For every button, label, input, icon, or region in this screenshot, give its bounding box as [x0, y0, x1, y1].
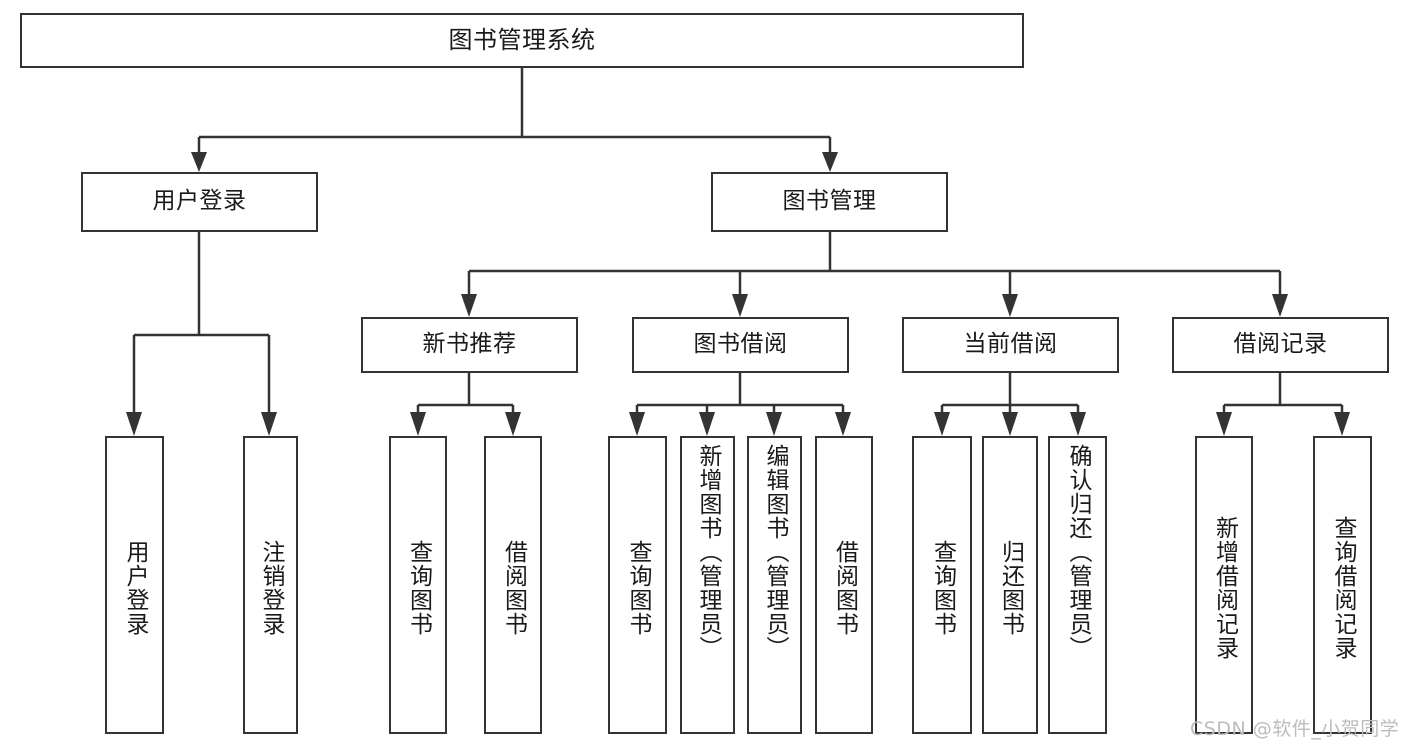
node-label: 新增图书（管理员） — [695, 444, 721, 660]
node-label: 新书推荐 — [422, 331, 517, 358]
node-root-book-management-system[interactable]: 图书管理系统 — [20, 13, 1024, 68]
watermark: CSDN @软件_小贺同学 — [1190, 718, 1400, 740]
arrow-leaf-confirm-return — [1070, 412, 1086, 436]
node-label: 借阅图书 — [500, 540, 527, 636]
node-label: 用户登录 — [152, 188, 247, 215]
node-leaf-confirm-return[interactable]: 确认归还（管理员） — [1048, 436, 1107, 734]
node-label: 图书借阅 — [693, 331, 788, 358]
node-leaf-return-book[interactable]: 归还图书 — [982, 436, 1038, 734]
node-leaf-query-borrow-record[interactable]: 查询借阅记录 — [1313, 436, 1372, 734]
node-label: 图书管理系统 — [448, 26, 596, 55]
node-label: 查询图书 — [625, 540, 651, 636]
node-book-borrow[interactable]: 图书借阅 — [632, 317, 849, 373]
node-leaf-logout[interactable]: 注销登录 — [243, 436, 298, 734]
node-label: 图书管理 — [782, 188, 877, 215]
arrow-leaf-borrow-book-2 — [835, 412, 851, 436]
arrow-to-book-management — [822, 152, 838, 172]
arrow-leaf-borrow-book-1 — [505, 412, 521, 436]
node-label: 查询借阅记录 — [1330, 516, 1356, 660]
arrow-leaf-add-record — [1216, 412, 1232, 436]
node-leaf-user-login[interactable]: 用户登录 — [105, 436, 164, 734]
node-label: 编辑图书（管理员） — [762, 444, 788, 660]
node-label: 查询图书 — [405, 540, 432, 636]
node-current-borrow[interactable]: 当前借阅 — [902, 317, 1119, 373]
node-leaf-query-book-new[interactable]: 查询图书 — [389, 436, 447, 734]
arrow-leaf-edit-book — [766, 412, 782, 436]
node-leaf-edit-book[interactable]: 编辑图书（管理员） — [747, 436, 802, 734]
node-leaf-query-book-current[interactable]: 查询图书 — [912, 436, 972, 734]
arrow-to-borrow-record — [1272, 294, 1288, 317]
node-label: 归还图书 — [997, 540, 1024, 636]
node-label: 新增借阅记录 — [1211, 516, 1238, 660]
node-label: 用户登录 — [122, 540, 148, 636]
node-label: 注销登录 — [258, 540, 284, 636]
arrow-leaf-query-record — [1334, 412, 1350, 436]
node-user-login[interactable]: 用户登录 — [81, 172, 318, 232]
arrow-leaf-query-book-2 — [629, 412, 645, 436]
arrow-leaf-query-book-1 — [410, 412, 426, 436]
node-leaf-query-book-borrow[interactable]: 查询图书 — [608, 436, 667, 734]
arrow-leaf-add-book — [699, 412, 715, 436]
node-book-management[interactable]: 图书管理 — [711, 172, 948, 232]
node-leaf-borrow-book-new[interactable]: 借阅图书 — [484, 436, 542, 734]
node-leaf-borrow-book[interactable]: 借阅图书 — [815, 436, 873, 734]
node-label: 借阅记录 — [1233, 331, 1328, 358]
node-label: 查询图书 — [929, 540, 956, 636]
node-label: 确认归还（管理员） — [1065, 444, 1091, 660]
arrow-to-book-borrow — [732, 294, 748, 317]
arrow-leaf-return-book — [1002, 412, 1018, 436]
node-borrow-record[interactable]: 借阅记录 — [1172, 317, 1389, 373]
arrow-to-user-login — [191, 152, 207, 172]
node-leaf-add-borrow-record[interactable]: 新增借阅记录 — [1195, 436, 1253, 734]
node-label: 借阅图书 — [831, 540, 858, 636]
arrow-to-current-borrow — [1002, 294, 1018, 317]
arrow-leaf-query-book-3 — [934, 412, 950, 436]
node-label: 当前借阅 — [963, 331, 1058, 358]
arrow-leaf-logout — [261, 412, 277, 436]
node-leaf-add-book[interactable]: 新增图书（管理员） — [680, 436, 735, 734]
arrow-leaf-user-login — [126, 412, 142, 436]
node-new-book-recommend[interactable]: 新书推荐 — [361, 317, 578, 373]
arrow-to-new-book — [461, 294, 477, 317]
